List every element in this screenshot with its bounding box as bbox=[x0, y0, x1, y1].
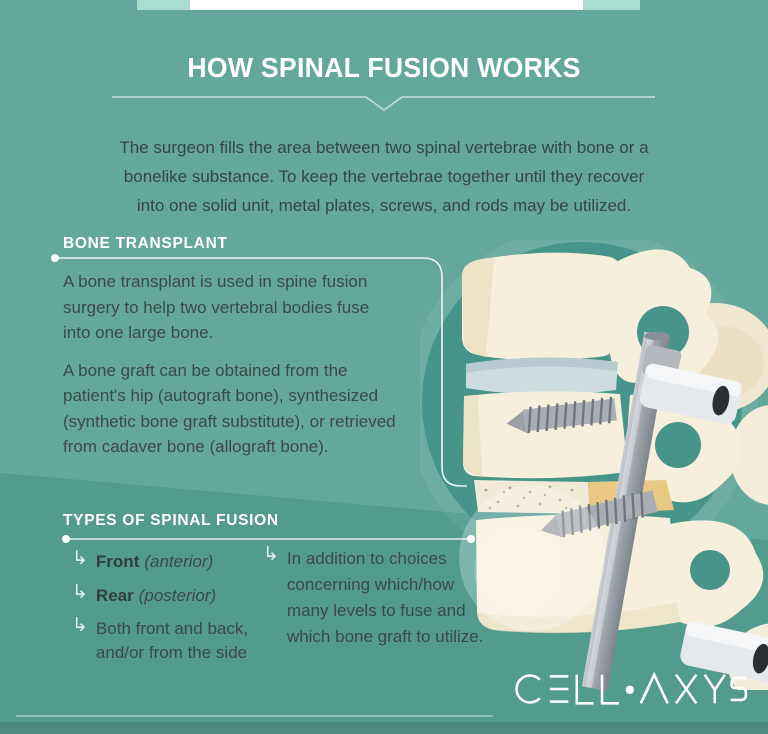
logo-dot-icon bbox=[625, 685, 634, 695]
bone-graft-tan bbox=[588, 480, 674, 514]
types-rule-dot-left bbox=[62, 535, 70, 543]
fusion-type-term: Rear bbox=[95, 586, 134, 605]
top-bar-right-accent bbox=[583, 0, 640, 10]
bone-transplant-heading: BONE TRANSPLANT bbox=[63, 235, 228, 252]
bottom-bar bbox=[0, 722, 768, 734]
fusion-type-qualifier: (anterior) bbox=[144, 552, 214, 571]
logo-letter-s bbox=[730, 676, 748, 702]
branch-arrow-icon: ↳ bbox=[72, 547, 88, 569]
top-bar-white bbox=[190, 0, 583, 10]
logo-letter-e bbox=[549, 675, 569, 703]
logo-letter-l1 bbox=[575, 674, 594, 705]
vertebra-posterior-elements bbox=[610, 249, 768, 690]
pedicle-bracket-lower bbox=[680, 621, 768, 683]
types-heading: TYPES OF SPINAL FUSION bbox=[63, 512, 279, 529]
top-bar-left-accent bbox=[137, 0, 190, 10]
callout-dot bbox=[51, 254, 59, 262]
bone-graft-speckled bbox=[474, 480, 590, 514]
screw-upper bbox=[506, 396, 617, 434]
logo-letter-l2 bbox=[600, 674, 619, 705]
logo-letter-y bbox=[703, 673, 726, 704]
title-divider-chevron-down-icon bbox=[112, 96, 655, 111]
cellaxys-logo bbox=[515, 671, 748, 705]
types-rule-dot-right bbox=[467, 535, 475, 543]
branch-arrow-icon: ↳ bbox=[72, 581, 88, 603]
fusion-type-qualifier: (posterior) bbox=[138, 586, 217, 605]
spinal-rod bbox=[581, 331, 670, 690]
bone-transplant-body: A bone transplant is used in spine fusio… bbox=[63, 269, 455, 472]
screw-lower bbox=[540, 490, 658, 538]
intro-paragraph: The surgeon fills the area between two s… bbox=[119, 138, 649, 215]
illustration-circle bbox=[422, 242, 742, 562]
graft-speckles bbox=[484, 485, 582, 510]
branch-arrow-icon: ↳ bbox=[263, 543, 279, 565]
branch-arrow-icon: ↳ bbox=[72, 614, 88, 636]
bone-transplant-paragraph-1: A bone transplant is used in spine fusio… bbox=[63, 272, 370, 342]
list-item: ↳ Front(anterior) bbox=[72, 547, 214, 574]
pedicle-bracket-upper bbox=[639, 344, 742, 425]
types-note: ↳ In addition to choices concerning whic… bbox=[263, 543, 511, 650]
fusion-type-term: Front bbox=[95, 552, 140, 571]
logo-letter-a bbox=[639, 671, 669, 704]
page-title: HOW SPINAL FUSION WORKS bbox=[187, 52, 581, 83]
bone-transplant-paragraph-2: A bone graft can be obtained from the pa… bbox=[63, 360, 396, 457]
logo-letter-c bbox=[515, 674, 541, 704]
illustration-halo bbox=[420, 240, 758, 578]
logo-letter-x bbox=[675, 673, 698, 705]
list-item: ↳ Both front and back, and/or from the s… bbox=[72, 614, 249, 665]
types-note-text: In addition to choices concerning which/… bbox=[286, 549, 484, 646]
list-item: ↳ Rear(posterior) bbox=[72, 581, 217, 608]
fusion-type-text: Both front and back, and/or from the sid… bbox=[95, 619, 249, 662]
